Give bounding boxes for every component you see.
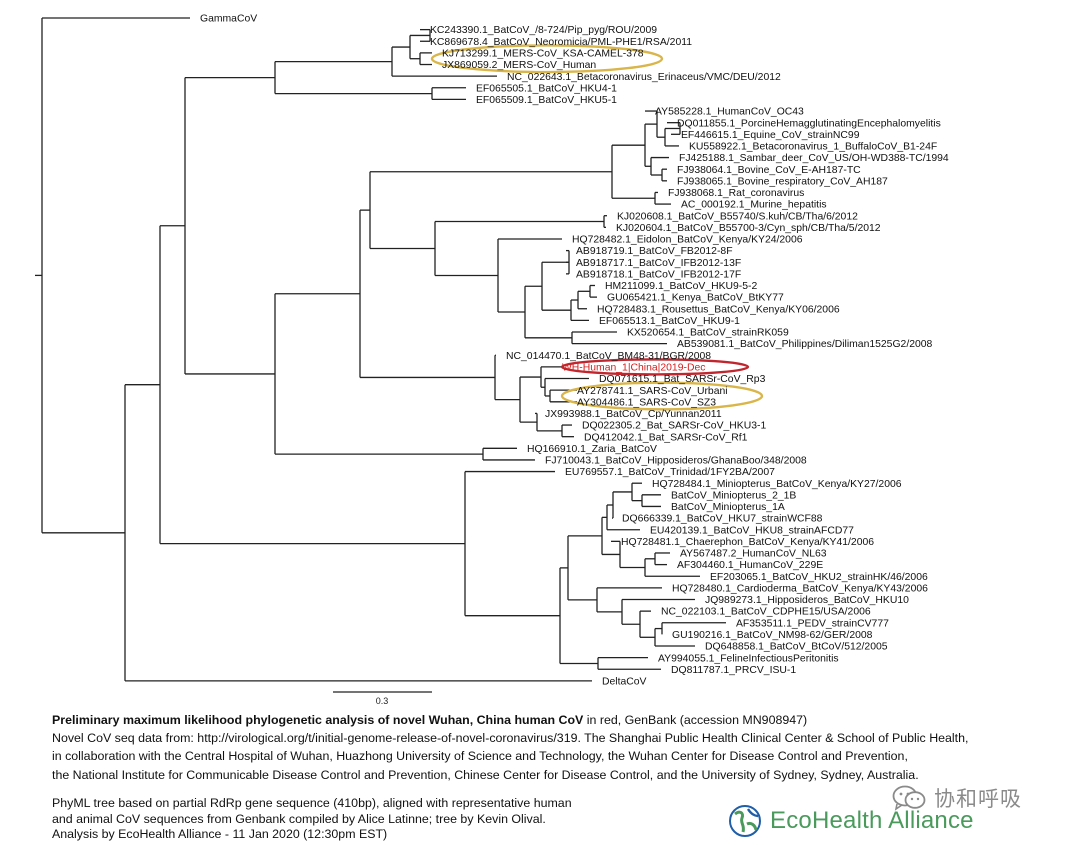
- leaf-label: EF065513.1_BatCoV_HKU9-1: [599, 316, 740, 327]
- ecohealth-logo: EcoHealth Alliance: [728, 801, 974, 841]
- leaf-label: KC243390.1_BatCoV_/8-724/Pip_pyg/ROU/200…: [430, 25, 657, 36]
- leaf-label: DQ648858.1_BatCoV_BtCoV/512/2005: [705, 642, 888, 653]
- sars-highlight-ellipse: [560, 381, 764, 411]
- leaf-label: AY567487.2_HumanCoV_NL63: [680, 549, 827, 560]
- leaf-label: WH-Human_1|China|2019-Dec: [562, 363, 705, 374]
- leaf-label: GU190216.1_BatCoV_NM98-62/GER/2008: [672, 630, 873, 641]
- leaf-label: DeltaCoV: [602, 677, 647, 688]
- leaf-label: EF065509.1_BatCoV_HKU5-1: [476, 95, 617, 106]
- notes-line-2: and animal CoV sequences from Genbank co…: [52, 811, 546, 826]
- wechat-watermark: 协和呼吸: [892, 784, 1022, 812]
- leaf-label: KJ020604.1_BatCoV_B55700-3/Cyn_sph/CB/Th…: [616, 223, 881, 234]
- leaf-label: FJ938064.1_Bovine_CoV_E-AH187-TC: [677, 165, 861, 176]
- leaf-label: AY994055.1_FelineInfectiousPeritonitis: [658, 653, 839, 664]
- tree-branches: [35, 17, 726, 682]
- leaf-label: EU769557.1_BatCoV_Trinidad/1FY2BA/2007: [565, 467, 775, 478]
- leaf-label: AY585228.1_HumanCoV_OC43: [655, 107, 804, 118]
- leaf-label: AF353511.1_PEDV_strainCV777: [736, 618, 889, 629]
- leaf-label: DQ811787.1_PRCV_ISU-1: [671, 665, 796, 676]
- leaf-label: AC_000192.1_Murine_hepatitis: [681, 200, 827, 211]
- leaf-label: HQ166910.1_Zaria_BatCoV: [527, 444, 657, 455]
- leaf-label: BatCoV_Miniopterus_2_1B: [671, 490, 796, 501]
- caption-line-2: Novel CoV seq data from: http://virologi…: [52, 731, 969, 746]
- method-notes: PhyML tree based on partial RdRp gene se…: [52, 796, 652, 843]
- leaf-label: FJ425188.1_Sambar_deer_CoV_US/OH-WD388-T…: [679, 153, 949, 164]
- leaf-label: AB539081.1_BatCoV_Philippines/Diliman152…: [677, 339, 933, 350]
- wechat-watermark-text: 协和呼吸: [934, 788, 1022, 811]
- leaf-label: DQ022305.2_Bat_SARSr-CoV_HKU3-1: [582, 421, 766, 432]
- scale-bar: 0.3: [333, 691, 432, 705]
- leaf-label: DQ666339.1_BatCoV_HKU7_strainWCF88: [622, 514, 823, 525]
- leaf-label: KC869678.4_BatCoV_Neoromicia/PML-PHE1/RS…: [430, 37, 692, 48]
- ecohealth-globe-icon: [729, 805, 761, 837]
- caption-title-rest: in red, GenBank (accession MN908947): [583, 713, 808, 727]
- scale-bar-label: 0.3: [376, 696, 389, 705]
- leaf-label: DQ412042.1_Bat_SARSr-CoV_Rf1: [584, 432, 748, 443]
- leaf-label: FJ938068.1_Rat_coronavirus: [668, 188, 804, 199]
- leaf-label: NC_022103.1_BatCoV_CDPHE15/USA/2006: [661, 607, 871, 618]
- leaf-label: AY304486.1_SARS-CoV_SZ3: [577, 397, 716, 408]
- wechat-icon: [892, 785, 926, 811]
- leaf-label: BatCoV_Miniopterus_1A: [671, 502, 785, 513]
- leaf-label: EU420139.1_BatCoV_HKU8_strainAFCD77: [650, 525, 854, 536]
- leaf-label: DQ071615.1_Bat_SARSr-CoV_Rp3: [599, 374, 766, 385]
- leaf-label: FJ938065.1_Bovine_respiratory_CoV_AH187: [677, 176, 888, 187]
- phylogenetic-tree: GammaCoV KC243390.1_BatCoV_/8-724/Pip_pyg…: [35, 14, 949, 705]
- leaf-label: KX520654.1_BatCoV_strainRK059: [627, 328, 789, 339]
- caption-line-3: in collaboration with the Central Hospit…: [52, 749, 908, 764]
- leaf-label: FJ710043.1_BatCoV_Hipposideros/GhanaBoo/…: [545, 456, 807, 467]
- wuhan-highlight-ellipse: [560, 358, 750, 376]
- leaf-label: JX993988.1_BatCoV_Cp/Yunnan2011: [545, 409, 722, 420]
- leaf-label: DQ011855.1_PorcineHemagglutinatingEnceph…: [677, 118, 941, 129]
- highlight-ellipses: [430, 44, 764, 411]
- leaf-label: EF203065.1_BatCoV_HKU2_strainHK/46/2006: [710, 572, 928, 583]
- notes-line-3: Analysis by EcoHealth Alliance - 11 Jan …: [52, 827, 388, 842]
- leaf-label: HQ728481.1_Chaerephon_BatCoV_Kenya/KY41/…: [621, 537, 874, 548]
- leaf-label: HQ728483.1_Rousettus_BatCoV_Kenya/KY06/2…: [597, 304, 840, 315]
- leaf-label: NC_014470.1_BatCoV_BM48-31/BGR/2008: [506, 351, 711, 362]
- leaf-label: NC_022643.1_Betacoronavirus_Erinaceus/VM…: [507, 72, 781, 83]
- mers-highlight-ellipse: [430, 44, 664, 74]
- leaf-label: AY278741.1_SARS-CoV_Urbani: [577, 386, 728, 397]
- leaf-label: EF446615.1_Equine_CoV_strainNC99: [681, 130, 860, 141]
- leaf-label: GammaCoV: [200, 14, 257, 25]
- leaf-label: HQ728480.1_Cardioderma_BatCoV_Kenya/KY43…: [672, 583, 928, 594]
- leaf-label: AB918717.1_BatCoV_IFB2012-13F: [576, 258, 741, 269]
- leaf-label: JX869059.2_MERS-CoV_Human: [442, 60, 596, 71]
- leaf-label: HQ728484.1_Miniopterus_BatCoV_Kenya/KY27…: [652, 479, 902, 490]
- caption-line-1: Preliminary maximum likelihood phylogene…: [52, 711, 1062, 729]
- caption-line-4: the National Institute for Communicable …: [52, 767, 919, 782]
- leaf-label: JQ989273.1_Hipposideros_BatCoV_HKU10: [705, 595, 909, 606]
- notes-line-1: PhyML tree based on partial RdRp gene se…: [52, 796, 572, 810]
- caption-title: Preliminary maximum likelihood phylogene…: [52, 713, 584, 727]
- leaf-label: KJ020608.1_BatCoV_B55740/S.kuh/CB/Tha/6/…: [617, 211, 858, 222]
- leaf-labels: GammaCoV KC243390.1_BatCoV_/8-724/Pip_pyg…: [200, 14, 949, 688]
- leaf-label: HM211099.1_BatCoV_HKU9-5-2: [605, 281, 758, 292]
- leaf-label: KU558922.1_Betacoronavirus_1_BuffaloCoV_…: [689, 142, 937, 153]
- leaf-label: KJ713299.1_MERS-CoV_KSA-CAMEL-378: [442, 48, 644, 59]
- leaf-label: HQ728482.1_Eidolon_BatCoV_Kenya/KY24/200…: [572, 235, 803, 246]
- leaf-label: AB918718.1_BatCoV_IFB2012-17F: [576, 269, 741, 280]
- leaf-label: AF304460.1_HumanCoV_229E: [677, 560, 823, 571]
- leaf-label: GU065421.1_Kenya_BatCoV_BtKY77: [607, 293, 784, 304]
- leaf-label: AB918719.1_BatCoV_FB2012-8F: [576, 246, 733, 257]
- leaf-label: EF065505.1_BatCoV_HKU4-1: [476, 83, 617, 94]
- figure-caption: Preliminary maximum likelihood phylogene…: [52, 711, 1062, 784]
- ecohealth-logo-text: EcoHealth Alliance: [770, 807, 974, 834]
